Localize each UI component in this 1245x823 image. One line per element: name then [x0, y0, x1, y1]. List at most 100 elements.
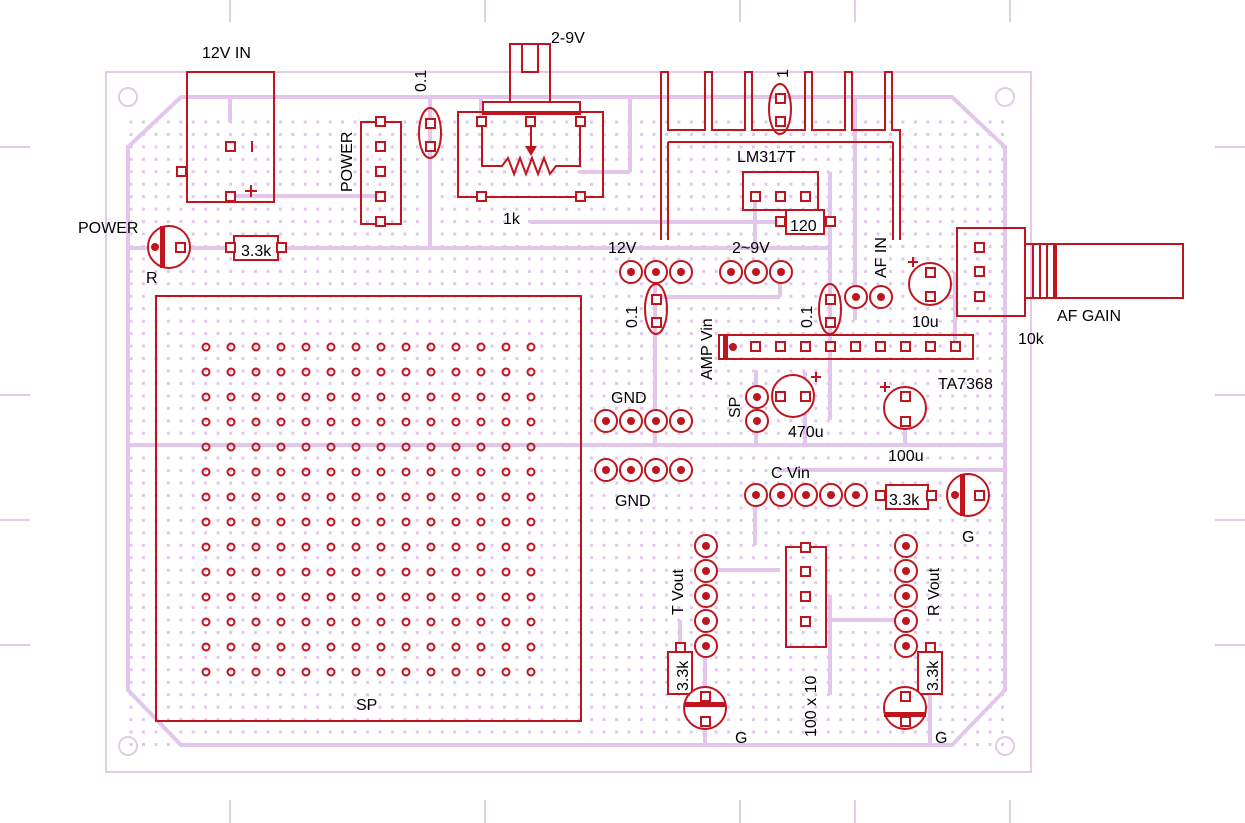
grid-dot	[378, 643, 382, 647]
grid-dot	[141, 332, 145, 336]
grid-dot	[565, 269, 569, 273]
grid-dot	[976, 170, 980, 174]
grid-dot	[602, 680, 606, 684]
grid-dot	[453, 730, 457, 734]
grid-dot	[216, 145, 220, 149]
grid-dot	[963, 419, 967, 423]
grid-dot	[664, 120, 668, 124]
grid-dot	[341, 344, 345, 348]
grid-dot	[241, 319, 245, 323]
grid-dot	[615, 556, 619, 560]
sp-hole	[501, 542, 511, 552]
grid-dot	[378, 506, 382, 510]
grid-dot	[216, 207, 220, 211]
grid-dot	[229, 655, 233, 659]
sp-hole	[526, 417, 536, 427]
grid-dot	[465, 618, 469, 622]
grid-dot	[702, 419, 706, 423]
grid-dot	[739, 369, 743, 373]
grid-dot	[465, 182, 469, 186]
grid-dot	[341, 518, 345, 522]
grid-dot	[901, 332, 905, 336]
grid-dot	[615, 307, 619, 311]
sp-hole	[226, 342, 236, 352]
grid-dot	[640, 369, 643, 373]
grid-dot	[403, 606, 407, 609]
grid-dot	[552, 394, 556, 398]
grid-dot	[801, 718, 805, 722]
grid-dot	[490, 406, 494, 410]
grid-dot	[527, 431, 531, 435]
grid-dot	[552, 357, 556, 360]
grid-dot	[154, 170, 158, 174]
grid-dot	[266, 120, 270, 124]
grid-dot	[229, 369, 233, 373]
grid-dot	[727, 232, 731, 236]
grid-dot	[353, 543, 357, 547]
grid-dot	[303, 145, 307, 149]
grid-dot	[241, 494, 245, 497]
grid-dot	[926, 195, 930, 199]
grid-dot	[179, 693, 183, 697]
grid-dot	[166, 319, 170, 323]
grid-dot	[141, 344, 145, 348]
grid-dot	[241, 307, 245, 311]
grid-dot	[814, 593, 818, 597]
grid-dot	[889, 207, 892, 211]
grid-dot	[664, 668, 668, 672]
grid-dot	[776, 431, 780, 435]
grid-dot	[415, 680, 419, 684]
grid-dot	[1001, 456, 1004, 460]
grid-dot	[652, 568, 656, 572]
grid-dot	[577, 718, 581, 722]
grid-dot	[229, 718, 233, 722]
grid-dot	[951, 182, 955, 186]
grid-dot	[390, 394, 394, 398]
grid-dot	[976, 120, 980, 124]
grid-dot	[490, 643, 494, 647]
grid-dot	[590, 556, 594, 560]
grid-dot	[341, 705, 345, 709]
grid-dot	[191, 693, 195, 697]
grid-dot	[490, 232, 494, 236]
grid-dot	[727, 419, 731, 423]
grid-dot	[229, 618, 233, 622]
grid-dot	[328, 394, 332, 398]
grid-dot	[328, 456, 332, 460]
grid-dot	[814, 743, 818, 746]
grid-dot	[278, 581, 282, 585]
grid-dot	[191, 257, 195, 261]
grid-dot	[702, 394, 706, 398]
grid-dot	[801, 282, 805, 286]
grid-dot	[951, 668, 955, 672]
grid-dot	[951, 431, 955, 435]
grid-dot	[440, 568, 444, 572]
grid-dot	[889, 369, 892, 373]
grid-dot	[801, 730, 805, 734]
grid-dot	[316, 718, 320, 722]
grid-dot	[341, 543, 345, 547]
grid-dot	[714, 581, 718, 585]
grid-dot	[739, 381, 743, 385]
grid-dot	[776, 518, 780, 522]
grid-dot	[129, 718, 133, 722]
grid-dot	[938, 170, 942, 174]
grid-dot	[938, 220, 942, 224]
label-r-vout: R Vout	[926, 567, 943, 616]
grid-dot	[590, 593, 594, 597]
grid-dot	[988, 593, 992, 597]
sp-hole	[301, 667, 311, 677]
grid-dot	[527, 531, 531, 535]
grid-dot	[254, 606, 257, 609]
grid-dot	[938, 568, 942, 572]
grid-dot	[465, 606, 469, 609]
grid-dot	[291, 357, 295, 360]
grid-dot	[266, 406, 270, 410]
grid-dot	[565, 693, 569, 697]
grid-dot	[652, 494, 656, 497]
grid-dot	[1001, 207, 1004, 211]
grid-dot	[204, 581, 208, 585]
grid-dot	[191, 145, 195, 149]
grid-dot	[801, 680, 805, 684]
grid-dot	[278, 419, 282, 423]
